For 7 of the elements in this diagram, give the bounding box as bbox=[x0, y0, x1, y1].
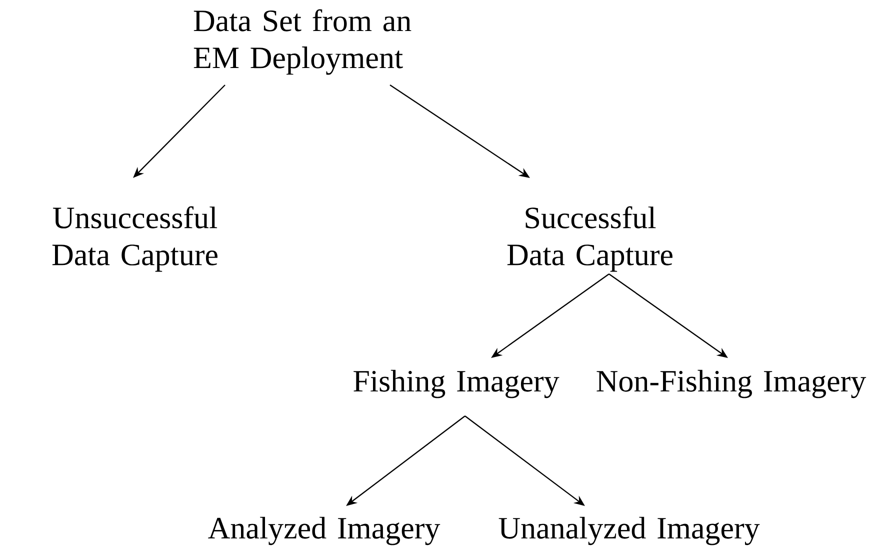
node-label: Unsuccessful Data Capture bbox=[52, 206, 218, 272]
node-label: Fishing Imagery bbox=[354, 370, 560, 398]
node-label: Successful Data Capture bbox=[507, 206, 672, 272]
node-label: Unanalyzed Imagery bbox=[498, 516, 760, 546]
node-label: Data Set from an EM Deployment bbox=[194, 9, 412, 75]
node-label: Non-Fishing Imagery bbox=[596, 370, 866, 398]
node-label: Analyzed Imagery bbox=[208, 516, 440, 546]
